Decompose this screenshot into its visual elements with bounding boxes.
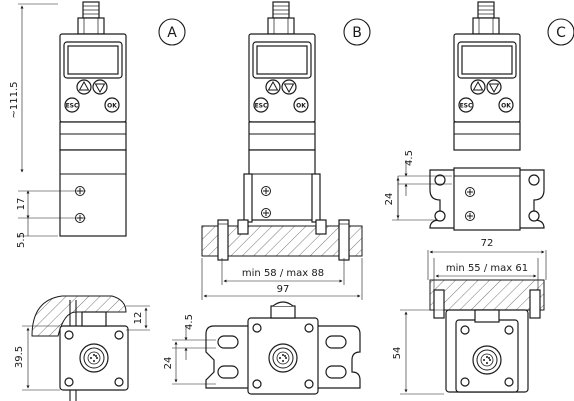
esc-button-label: ESC <box>255 102 268 109</box>
connector-icon <box>472 345 502 375</box>
valve-block <box>453 167 521 231</box>
view-c: ESC OK 4.5 24 C <box>384 1 574 231</box>
ok-button-label: OK <box>296 102 306 109</box>
valve-block <box>59 149 127 237</box>
dim-111: ~111.5 <box>9 81 20 118</box>
up-arrow-icon <box>76 79 92 95</box>
up-arrow-icon <box>470 79 486 95</box>
dim-min55-max61: min 55 / max 61 <box>446 263 528 274</box>
display-screen <box>67 45 119 75</box>
dim-min58-max88: min 58 / max 88 <box>242 268 324 279</box>
dim-c-4-5: 4.5 <box>404 150 415 166</box>
screw-icon <box>465 187 475 197</box>
esc-button-label: ESC <box>66 102 79 109</box>
dim-5-5: 5.5 <box>16 232 27 248</box>
down-arrow-icon <box>281 79 297 95</box>
dim-97: 97 <box>277 284 290 295</box>
gland-nut <box>77 17 105 35</box>
marker-a: A <box>167 25 177 41</box>
dim-54: 54 <box>392 347 403 360</box>
esc-button-outline <box>64 97 80 113</box>
up-arrow-icon <box>265 79 281 95</box>
valve-block <box>248 149 316 221</box>
dim-72: 72 <box>481 238 494 249</box>
middle-body <box>59 121 127 151</box>
view-b: ESC OK min 58 / max 88 97 B <box>201 1 371 300</box>
mounting-plate <box>201 225 363 257</box>
dim-b-24: 24 <box>163 357 174 370</box>
marker-a-circle <box>158 18 186 46</box>
mounting-plate <box>429 279 545 311</box>
dim-c-24: 24 <box>384 193 395 206</box>
dim-17: 17 <box>16 198 27 211</box>
dim-39-5: 39.5 <box>14 346 25 368</box>
screw-icon <box>261 186 271 196</box>
marker-c: C <box>556 25 566 41</box>
screw-icon <box>465 211 475 221</box>
view-a: ESC OK ~111.5 17 5.5 A <box>9 1 186 248</box>
ok-button-outline <box>104 97 120 113</box>
display-screen <box>256 45 308 75</box>
dim-12: 12 <box>133 312 144 325</box>
ok-button-label: OK <box>501 102 511 109</box>
esc-button-label: ESC <box>460 102 473 109</box>
screw-icon <box>261 208 271 218</box>
down-arrow-icon <box>486 79 502 95</box>
view-bottom-left: 39.5 12 <box>14 295 150 401</box>
ok-button-label: OK <box>107 102 117 109</box>
dim-b-4-5: 4.5 <box>184 314 195 330</box>
connector-icon <box>268 343 298 373</box>
down-arrow-icon <box>92 79 108 95</box>
connector-icon <box>79 343 109 373</box>
display-screen <box>461 45 513 75</box>
view-bottom-right: 72 min 55 / max 61 54 <box>392 238 547 395</box>
view-bottom-middle: 4.5 24 <box>163 301 361 395</box>
marker-b: B <box>352 25 362 41</box>
